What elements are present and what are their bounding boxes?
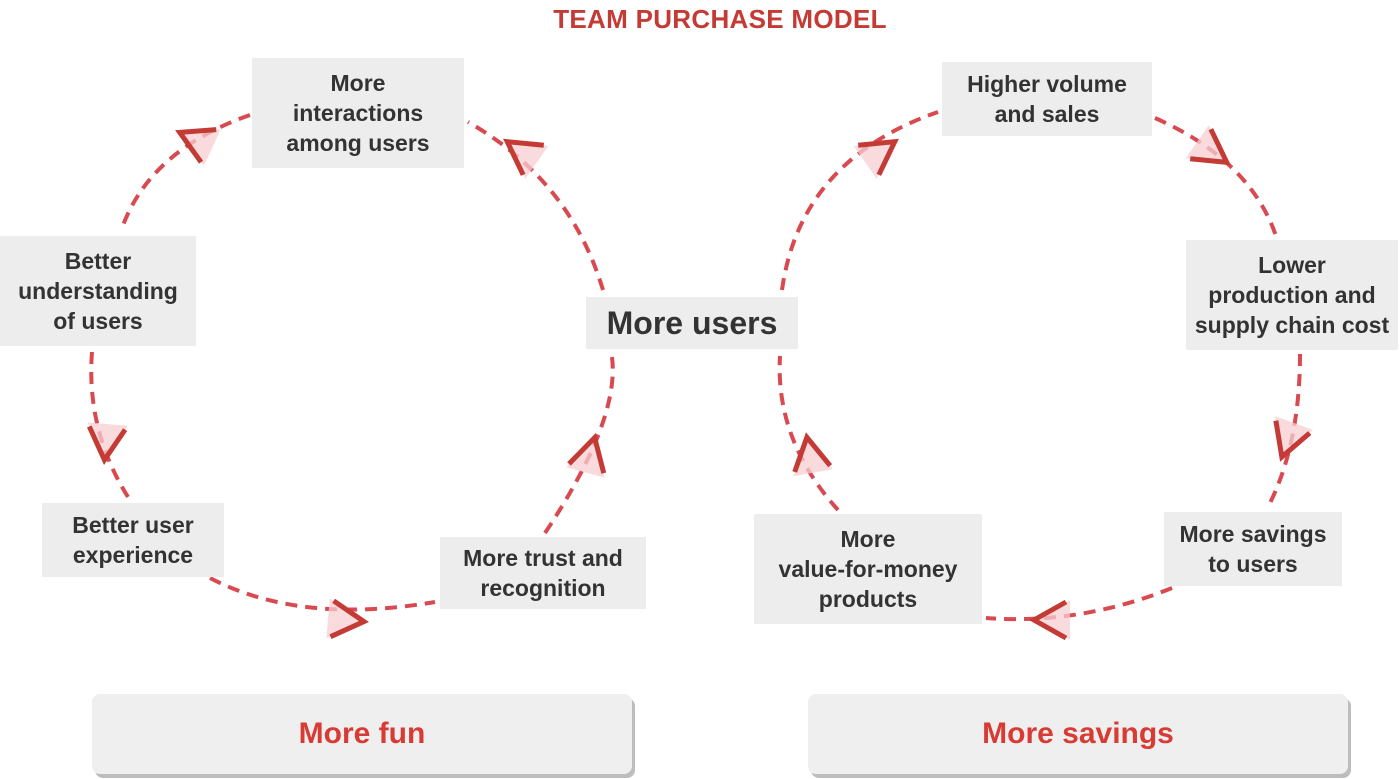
- node-more-trust: More trust and recognition: [440, 537, 646, 609]
- arrowhead-to-volume: [853, 138, 899, 179]
- node-more-interactions: More interactions among users: [252, 58, 464, 168]
- diagram-title: TEAM PURCHASE MODEL: [553, 4, 887, 34]
- right-arc-value-to-users: [777, 355, 840, 512]
- arrowhead-to-users-right: [792, 432, 833, 477]
- node-higher-volume: Higher volume and sales: [942, 62, 1152, 136]
- node-value-for-money: More value-for-money products: [754, 514, 982, 624]
- node-more-savings: More savings to users: [1164, 512, 1342, 586]
- more-savings-label: More savings: [982, 717, 1174, 750]
- arrowhead-to-value: [1028, 599, 1070, 641]
- more-fun-label: More fun: [298, 717, 426, 750]
- arrowhead-to-understanding: [175, 127, 221, 166]
- node-lower-cost: Lower production and supply chain cost: [1186, 240, 1398, 350]
- node-better-experience: Better user experience: [42, 503, 224, 577]
- arrowhead-to-savings: [1273, 416, 1313, 462]
- more-fun-panel: More fun: [92, 694, 632, 774]
- right-arc-volume-to-cost: [1154, 116, 1278, 237]
- left-arc-users-to-interactions: [467, 120, 605, 291]
- arrowhead-to-users-left: [566, 432, 607, 478]
- left-arc-trust-to-users: [543, 356, 615, 535]
- arrowhead-to-interactions: [503, 138, 549, 179]
- left-arc-experience-to-trust: [209, 576, 436, 612]
- arrowhead-to-experience: [87, 422, 128, 466]
- left-arc-interactions-to-understanding: [120, 113, 251, 229]
- right-arc-users-to-volume: [780, 110, 939, 291]
- arrowhead-to-trust: [326, 598, 370, 639]
- node-more-users: More users: [586, 297, 798, 349]
- node-better-understanding: Better understanding of users: [0, 236, 196, 346]
- arrowhead-to-cost: [1185, 125, 1231, 166]
- more-savings-panel: More savings: [808, 694, 1348, 774]
- right-arc-savings-to-value: [985, 586, 1173, 622]
